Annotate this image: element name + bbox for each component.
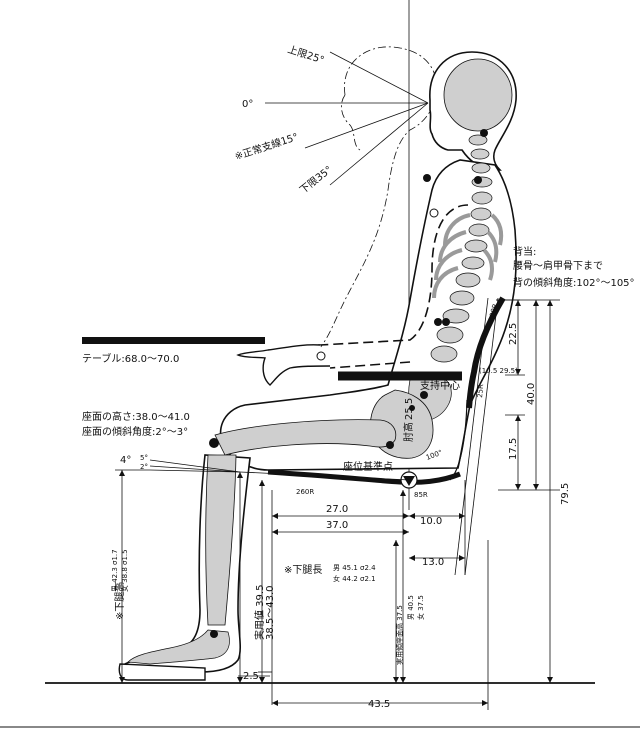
open-joint-markers <box>316 208 439 361</box>
table-label: テーブル:68.0～70.0 <box>82 352 179 365</box>
dim-10-0: 10.0 <box>420 516 442 527</box>
ribs <box>432 213 504 299</box>
angle-2-label: 2° <box>140 463 148 471</box>
arrowheads <box>119 300 553 706</box>
spine <box>408 134 493 421</box>
lower-leg-male: 男 45.1 σ2.4 <box>333 564 376 572</box>
dim-2-5: 2.5 <box>243 671 259 682</box>
foot-bones <box>127 629 230 665</box>
seat <box>267 469 461 485</box>
gaze-lines <box>265 51 429 186</box>
dim-79-5: 79.5 <box>560 483 571 505</box>
seat-angle-lines <box>149 459 411 481</box>
dimension-lines <box>115 297 560 710</box>
joint-markers <box>209 129 488 638</box>
dim-40-0: 40.0 <box>526 383 537 405</box>
dim-37-0: 37.0 <box>326 520 348 531</box>
gaze-normal-line <box>304 102 429 149</box>
practical-seat-female: 女 37.5 <box>416 595 425 620</box>
lower-leg-female: 女 44.2 σ2.1 <box>333 574 376 583</box>
backrest <box>466 296 506 409</box>
dim-13-0: 13.0 <box>422 557 444 568</box>
dim-17-5: 17.5 <box>508 438 519 460</box>
radius-25r-label: 25R <box>476 384 485 399</box>
femur-bone <box>214 419 397 456</box>
radius-260r-label: 260R <box>296 488 314 496</box>
gaze-lower-line <box>329 102 429 186</box>
hand-outline <box>236 344 331 386</box>
elbow-height-label: 肘高 <box>402 422 415 442</box>
table-top <box>82 337 265 344</box>
seat-angle-label: 座面の傾斜角度:2°～3° <box>82 425 188 438</box>
gaze-lower-label: 下限35° <box>297 164 334 197</box>
skull-bone <box>443 58 513 132</box>
seat-height-label: 座面の高さ:38.0～41.0 <box>82 410 190 423</box>
angle-5-label: 5° <box>140 454 148 462</box>
lower-leg-label: ※下腿長 <box>284 564 322 576</box>
forward-posture-outline <box>319 46 438 349</box>
tibia-bone <box>205 454 237 626</box>
dimension-values: 22.5 40.0 17.5 79.5 27.0 10.0 37.0 13.0 … <box>243 323 571 710</box>
backrest-title: 背当: <box>513 245 536 258</box>
dim-27-0: 27.0 <box>326 504 348 515</box>
seat-reference-triangle <box>403 476 415 486</box>
angle-4-label: 4° <box>120 455 131 466</box>
labels: 上限25° 0° ※正常支線15° 下限35° 背当: 腰骨～肩甲骨下まで 背の… <box>82 43 635 665</box>
forward-face-outline <box>340 94 361 151</box>
seat-reference-label: 座位基準点 <box>343 460 393 473</box>
backrest-angle: 背の傾斜角度:102°～105° <box>513 276 635 289</box>
support-center-label: 支持中心 <box>420 379 460 392</box>
practical-range-label: 38.5～43.0 <box>265 585 276 640</box>
dim-43-5: 43.5 <box>368 699 390 710</box>
gaze-upper-line <box>329 51 429 104</box>
practical-seat-male: 男 40.5 <box>407 595 415 620</box>
gaze-upper-label: 上限25° <box>286 43 326 66</box>
knee-height-label: ※下腿高 <box>113 582 126 620</box>
seated-body <box>118 51 517 681</box>
backrest-range: 腰骨～肩甲骨下まで <box>513 259 603 272</box>
practical-seat-height-label: 実用傾座面高 37.5 <box>395 605 404 665</box>
radius-85r-label: 85R <box>414 491 428 499</box>
elbow-height-value: 25.5 <box>404 398 415 420</box>
practical-value-label: 実用値 39.5 <box>253 585 266 640</box>
knee-height-female: 女 38.8 σ1.5 <box>120 549 129 592</box>
coord-label: (10.5 29.5) <box>479 367 518 375</box>
dim-22-5: 22.5 <box>508 323 519 345</box>
gaze-normal-label: ※正常支線15° <box>233 130 300 163</box>
knee-height-male: 男 42.3 σ1.7 <box>111 549 119 592</box>
gaze-zero-label: 0° <box>242 99 253 110</box>
